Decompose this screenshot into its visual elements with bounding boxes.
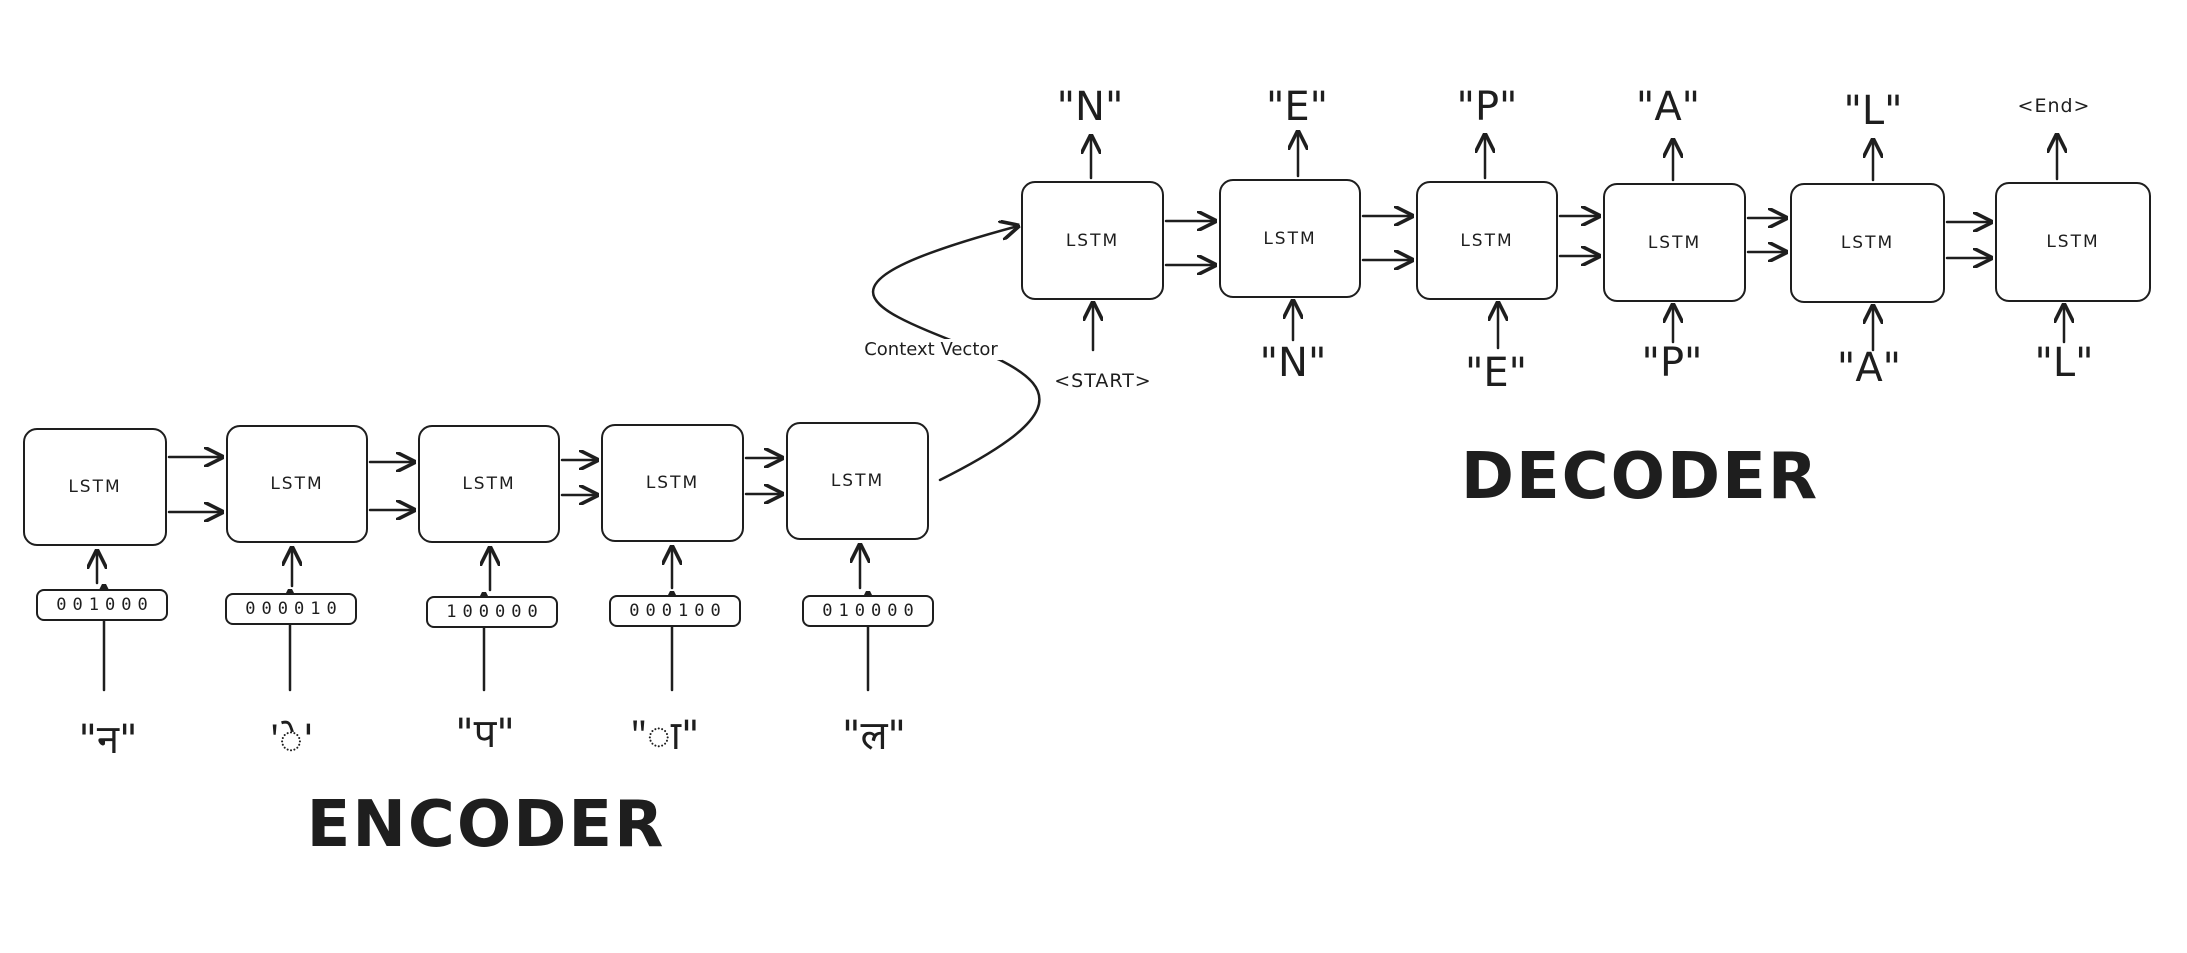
encoder-one-hot-vector-2: 000010 xyxy=(225,593,357,625)
context-vector-label: Context Vector xyxy=(860,339,1002,360)
encoder-lstm-label: LSTM xyxy=(645,473,700,493)
decoder-input-token-2: "N" xyxy=(1259,340,1327,386)
encoder-lstm-cell-1: LSTM xyxy=(23,428,167,546)
one-hot-vector-text: 100000 xyxy=(446,602,544,622)
decoder-lstm-label: LSTM xyxy=(1263,228,1317,249)
decoder-lstm-label: LSTM xyxy=(1065,230,1120,251)
encoder-lstm-label: LSTM xyxy=(830,471,885,491)
encoder-title: ENCODER xyxy=(306,788,666,862)
encoder-lstm-cell-2: LSTM xyxy=(226,425,368,543)
encoder-lstm-cell-3: LSTM xyxy=(418,425,560,543)
one-hot-vector-text: 000010 xyxy=(245,599,343,619)
encoder-lstm-label: LSTM xyxy=(270,474,324,494)
one-hot-vector-text: 001000 xyxy=(56,595,154,615)
decoder-lstm-label: LSTM xyxy=(1840,233,1895,253)
encoder-one-hot-vector-4: 000100 xyxy=(609,595,741,627)
encoder-input-char-5: "ल" xyxy=(842,713,906,759)
encoder-input-char-1: "न" xyxy=(78,717,138,763)
decoder-output-token-4: "A" xyxy=(1635,84,1701,130)
decoder-output-token-2: "E" xyxy=(1265,84,1329,130)
encoder-lstm-label: LSTM xyxy=(462,474,516,494)
encoder-input-char-4: "ा" xyxy=(630,713,700,759)
encoder-input-char-2: 'े' xyxy=(270,717,314,763)
one-hot-vector-text: 010000 xyxy=(822,601,920,621)
encoder-one-hot-vector-1: 001000 xyxy=(36,589,168,621)
decoder-input-token-1: <START> xyxy=(1054,370,1152,392)
decoder-lstm-cell-6: LSTM xyxy=(1995,182,2151,302)
decoder-lstm-cell-3: LSTM xyxy=(1416,181,1558,300)
encoder-lstm-cell-5: LSTM xyxy=(786,422,929,540)
decoder-lstm-cell-5: LSTM xyxy=(1790,183,1945,303)
arrows-layer xyxy=(97,132,2064,692)
decoder-output-token-6: <End> xyxy=(2017,95,2091,117)
decoder-lstm-cell-2: LSTM xyxy=(1219,179,1361,298)
decoder-input-token-4: "P" xyxy=(1641,340,1703,386)
decoder-lstm-label: LSTM xyxy=(1647,232,1702,253)
encoder-input-char-3: "प" xyxy=(455,711,515,757)
decoder-lstm-label: LSTM xyxy=(2046,232,2100,252)
decoder-title: DECODER xyxy=(1460,440,1820,514)
encoder-one-hot-vector-3: 100000 xyxy=(426,596,558,628)
decoder-input-token-3: "E" xyxy=(1464,350,1528,396)
decoder-output-token-5: "L" xyxy=(1843,88,1903,134)
encoder-lstm-cell-4: LSTM xyxy=(601,424,744,542)
encoder-lstm-label: LSTM xyxy=(68,477,122,497)
decoder-output-token-3: "P" xyxy=(1456,84,1518,130)
encoder-one-hot-vector-5: 010000 xyxy=(802,595,934,627)
decoder-lstm-label: LSTM xyxy=(1460,230,1514,251)
decoder-output-token-1: "N" xyxy=(1056,84,1124,130)
decoder-lstm-cell-4: LSTM xyxy=(1603,183,1746,302)
decoder-input-token-5: "A" xyxy=(1836,345,1902,391)
decoder-input-token-6: "L" xyxy=(2034,340,2094,386)
decoder-lstm-cell-1: LSTM xyxy=(1021,181,1164,300)
one-hot-vector-text: 000100 xyxy=(629,601,727,621)
